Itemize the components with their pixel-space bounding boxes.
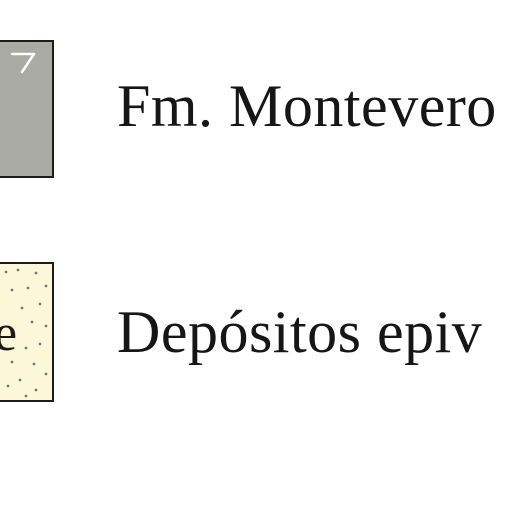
legend-item-montevero: Fm. Montevero [0,40,512,180]
legend-label-epiv: Depósitos epiv [117,299,483,365]
tick-mark-icon [10,52,36,74]
epiv-swatch: e [0,262,54,402]
montevero-swatch [0,40,54,178]
legend-label-montevero: Fm. Montevero [117,73,497,139]
stipple-pattern-icon [4,268,48,398]
epiv-swatch-letter: e [0,308,17,360]
legend-item-epiv: e Depósitos epiv [0,262,512,404]
